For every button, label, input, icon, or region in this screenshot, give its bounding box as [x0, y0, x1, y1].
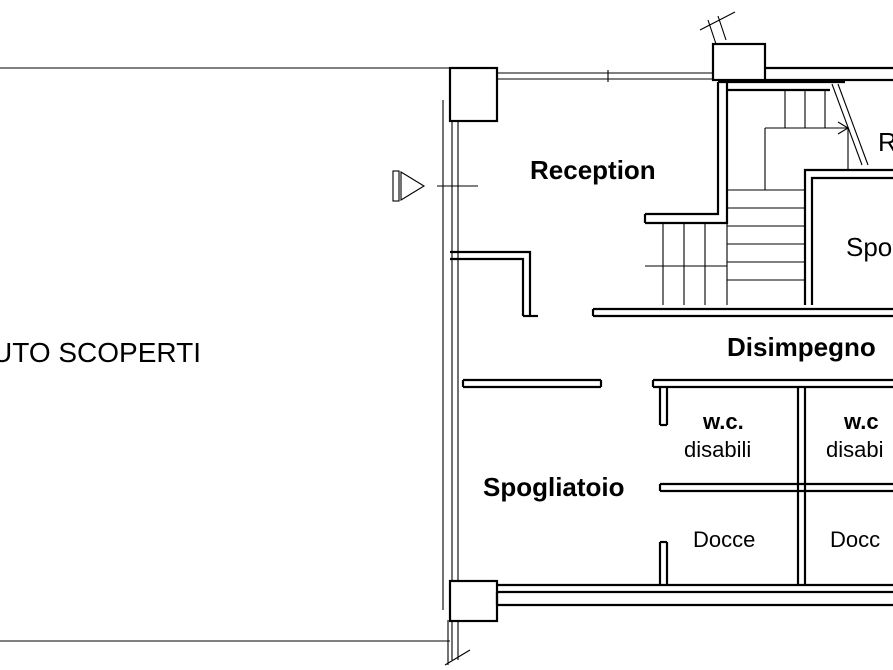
left-facade — [444, 120, 471, 666]
bottom-wall — [495, 583, 893, 607]
wc-shower-partitions — [658, 387, 893, 585]
r-partial-label: R — [878, 127, 893, 157]
staircase — [645, 83, 869, 305]
disimpegno-label: Disimpegno — [727, 332, 876, 362]
corridor-lower-wall — [461, 378, 893, 389]
section-mark — [699, 11, 736, 45]
column-bottom-left — [448, 579, 499, 623]
wc1-title-label: w.c. — [702, 409, 744, 434]
reception-label: Reception — [530, 155, 656, 185]
spogliatoio-label: Spogliatoio — [483, 472, 625, 502]
column-top-left — [448, 66, 499, 123]
wc1-sub-label: disabili — [684, 437, 751, 462]
top-right-wall — [765, 66, 893, 82]
docce1-label: Docce — [693, 527, 755, 552]
reception-partition — [450, 250, 538, 318]
outdoor-area — [0, 67, 450, 642]
corridor-upper-wall — [591, 307, 893, 318]
top-wall — [497, 70, 712, 82]
entrance-arrow-icon — [392, 170, 478, 202]
stair-walls — [643, 80, 893, 305]
docce2-label: Docc — [830, 527, 880, 552]
wc2-title-label: w.c — [843, 409, 879, 434]
outdoor-label: UTO SCOPERTI — [0, 337, 201, 368]
wc2-sub-label: disabi — [826, 437, 883, 462]
spo-partial-label: Spo — [846, 232, 892, 262]
column-top-stairs — [711, 42, 767, 82]
